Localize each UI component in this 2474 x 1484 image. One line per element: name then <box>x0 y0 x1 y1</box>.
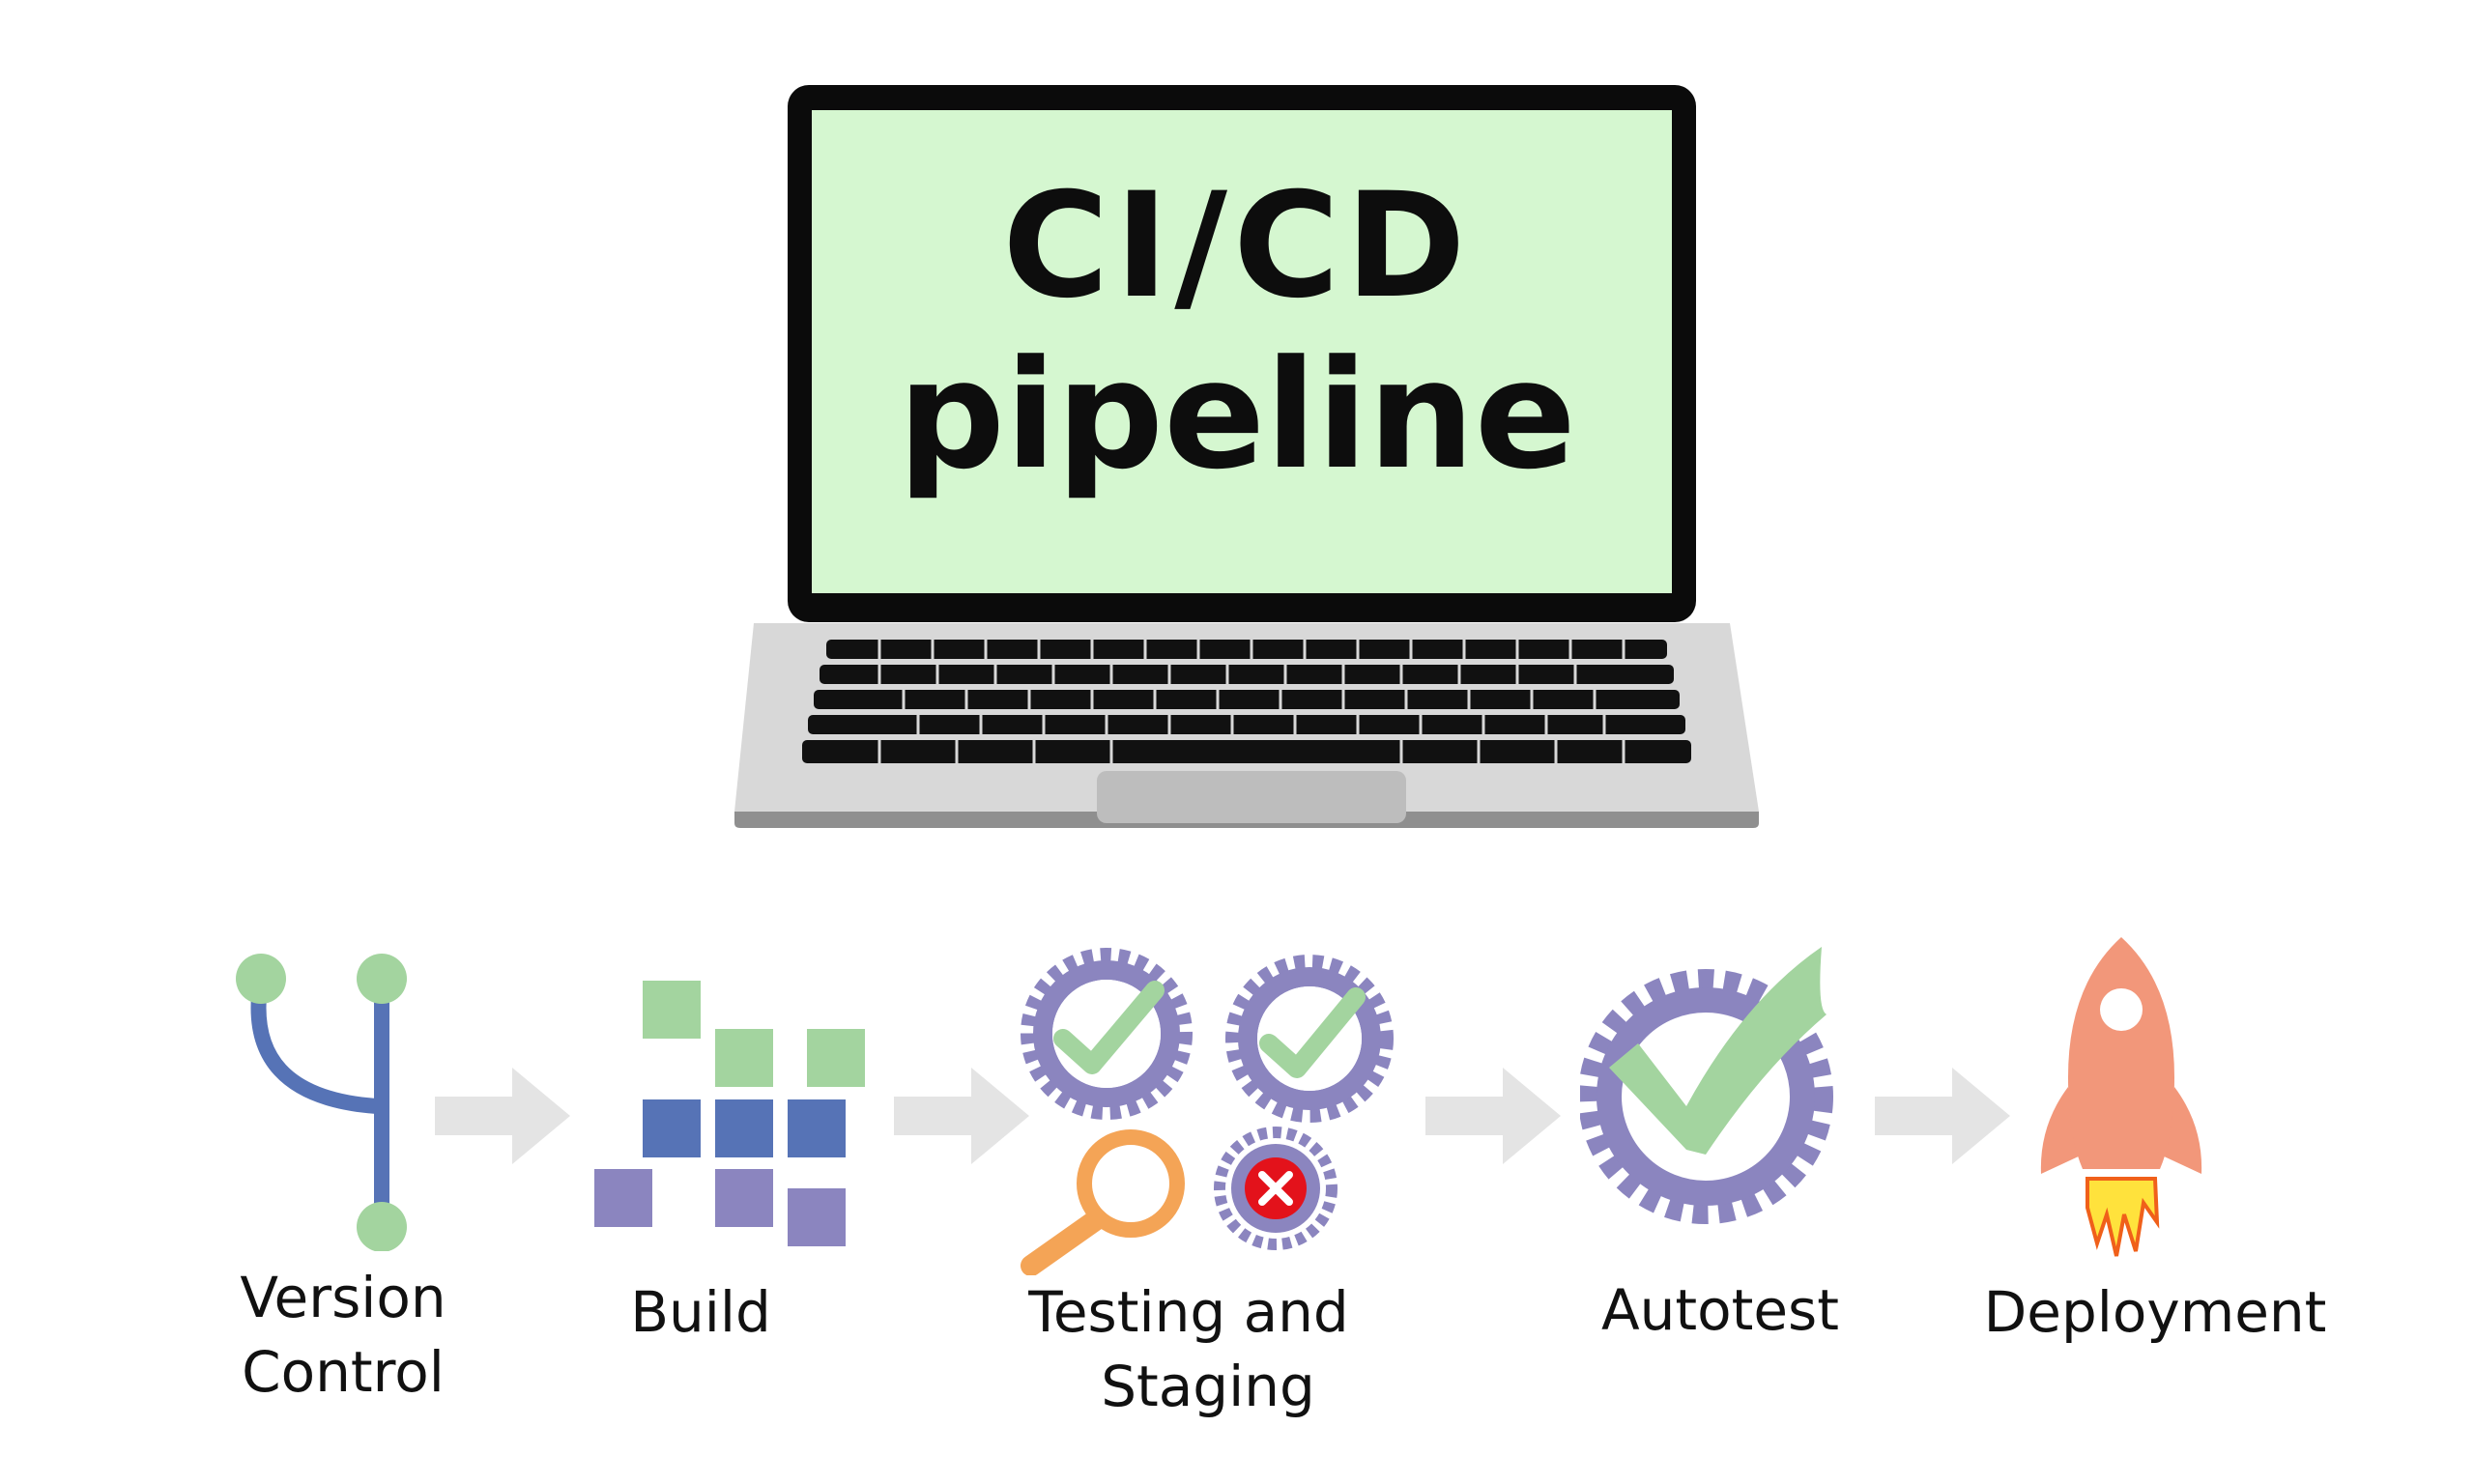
stage-label-line: Control <box>242 1339 445 1405</box>
flow-arrow-3 <box>1425 1068 1561 1164</box>
stage-label-testing: Testing and Staging <box>981 1275 1396 1424</box>
laptop-illustration <box>734 85 1759 828</box>
stage-label-line: Deployment <box>1983 1279 2327 1345</box>
branch-icon <box>236 954 407 1251</box>
gear-check-icon-1 <box>1021 948 1193 1120</box>
laptop-screen <box>812 110 1672 593</box>
flow-arrow-2 <box>894 1068 1029 1164</box>
stage-label-line: Testing and <box>1028 1279 1349 1345</box>
flow-arrow-4 <box>1875 1068 2010 1164</box>
stage-label-line: Build <box>630 1279 771 1345</box>
magnifier-icon <box>1021 1129 1185 1275</box>
touchpad <box>1097 771 1406 823</box>
testing-gears-icon <box>1021 948 1394 1275</box>
flow-arrow-1 <box>435 1068 570 1164</box>
gear-check-icon-2 <box>1225 955 1394 1123</box>
stage-label-version-control: Version Control <box>198 1261 488 1410</box>
stage-label-build: Build <box>556 1275 846 1350</box>
stage-label-line: Autotest <box>1600 1277 1840 1343</box>
screen-title-line-2: pipeline <box>898 328 1576 502</box>
screen-title: CI/CD pipeline <box>821 174 1653 490</box>
keyboard <box>802 640 1691 763</box>
stage-label-autotest: Autotest <box>1566 1273 1875 1348</box>
stage-label-line: Staging <box>1101 1354 1315 1419</box>
build-blocks-icon <box>594 981 865 1246</box>
rocket-icon <box>2040 937 2202 1257</box>
screen-title-line-1: CI/CD <box>1002 162 1472 330</box>
keyboard-key-gaps <box>877 640 1625 763</box>
rocket-flame <box>2086 1177 2160 1257</box>
stage-label-deployment: Deployment <box>1962 1275 2348 1350</box>
gear-error-icon <box>1214 1127 1338 1250</box>
gear-check-icon <box>1580 947 1833 1224</box>
stage-label-line: Version <box>240 1265 446 1330</box>
